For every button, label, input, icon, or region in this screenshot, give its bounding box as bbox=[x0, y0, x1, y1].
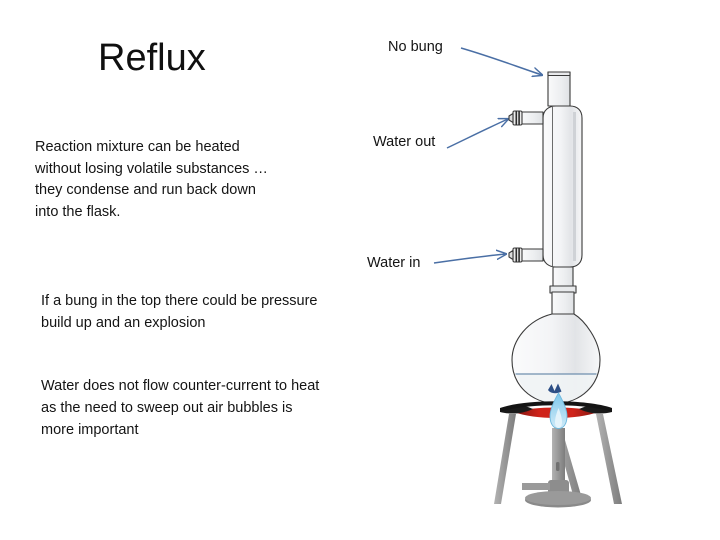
water-in-side-arm bbox=[508, 247, 544, 263]
liebig-condenser-body bbox=[542, 105, 583, 268]
tripod-with-gauze bbox=[500, 401, 612, 418]
bunsen-flame bbox=[549, 392, 568, 429]
page-title: Reflux bbox=[98, 37, 206, 79]
condenser-open-top bbox=[547, 71, 571, 107]
anti-bumping-granules bbox=[548, 383, 562, 394]
bunsen-burner bbox=[522, 428, 591, 508]
callout-label-no-bung: No bung bbox=[388, 39, 443, 55]
callout-label-water-in: Water in bbox=[367, 255, 421, 271]
arrow-water-out bbox=[446, 119, 508, 149]
arrow-water-in bbox=[433, 254, 506, 264]
ground-glass-joint bbox=[549, 266, 577, 317]
tripod-legs bbox=[494, 414, 622, 504]
paragraph-counter-current: Water does not flow counter-current to h… bbox=[41, 378, 320, 438]
reaction-liquid bbox=[515, 373, 597, 403]
paragraph-bung-warning: If a bung in the top there could be pres… bbox=[41, 293, 318, 331]
water-out-side-arm bbox=[508, 110, 544, 126]
round-bottom-flask bbox=[511, 313, 601, 404]
arrow-no-bung bbox=[460, 47, 542, 75]
callout-label-water-out: Water out bbox=[373, 134, 436, 150]
paragraph-volatile: Reaction mixture can be heated without l… bbox=[35, 139, 268, 220]
